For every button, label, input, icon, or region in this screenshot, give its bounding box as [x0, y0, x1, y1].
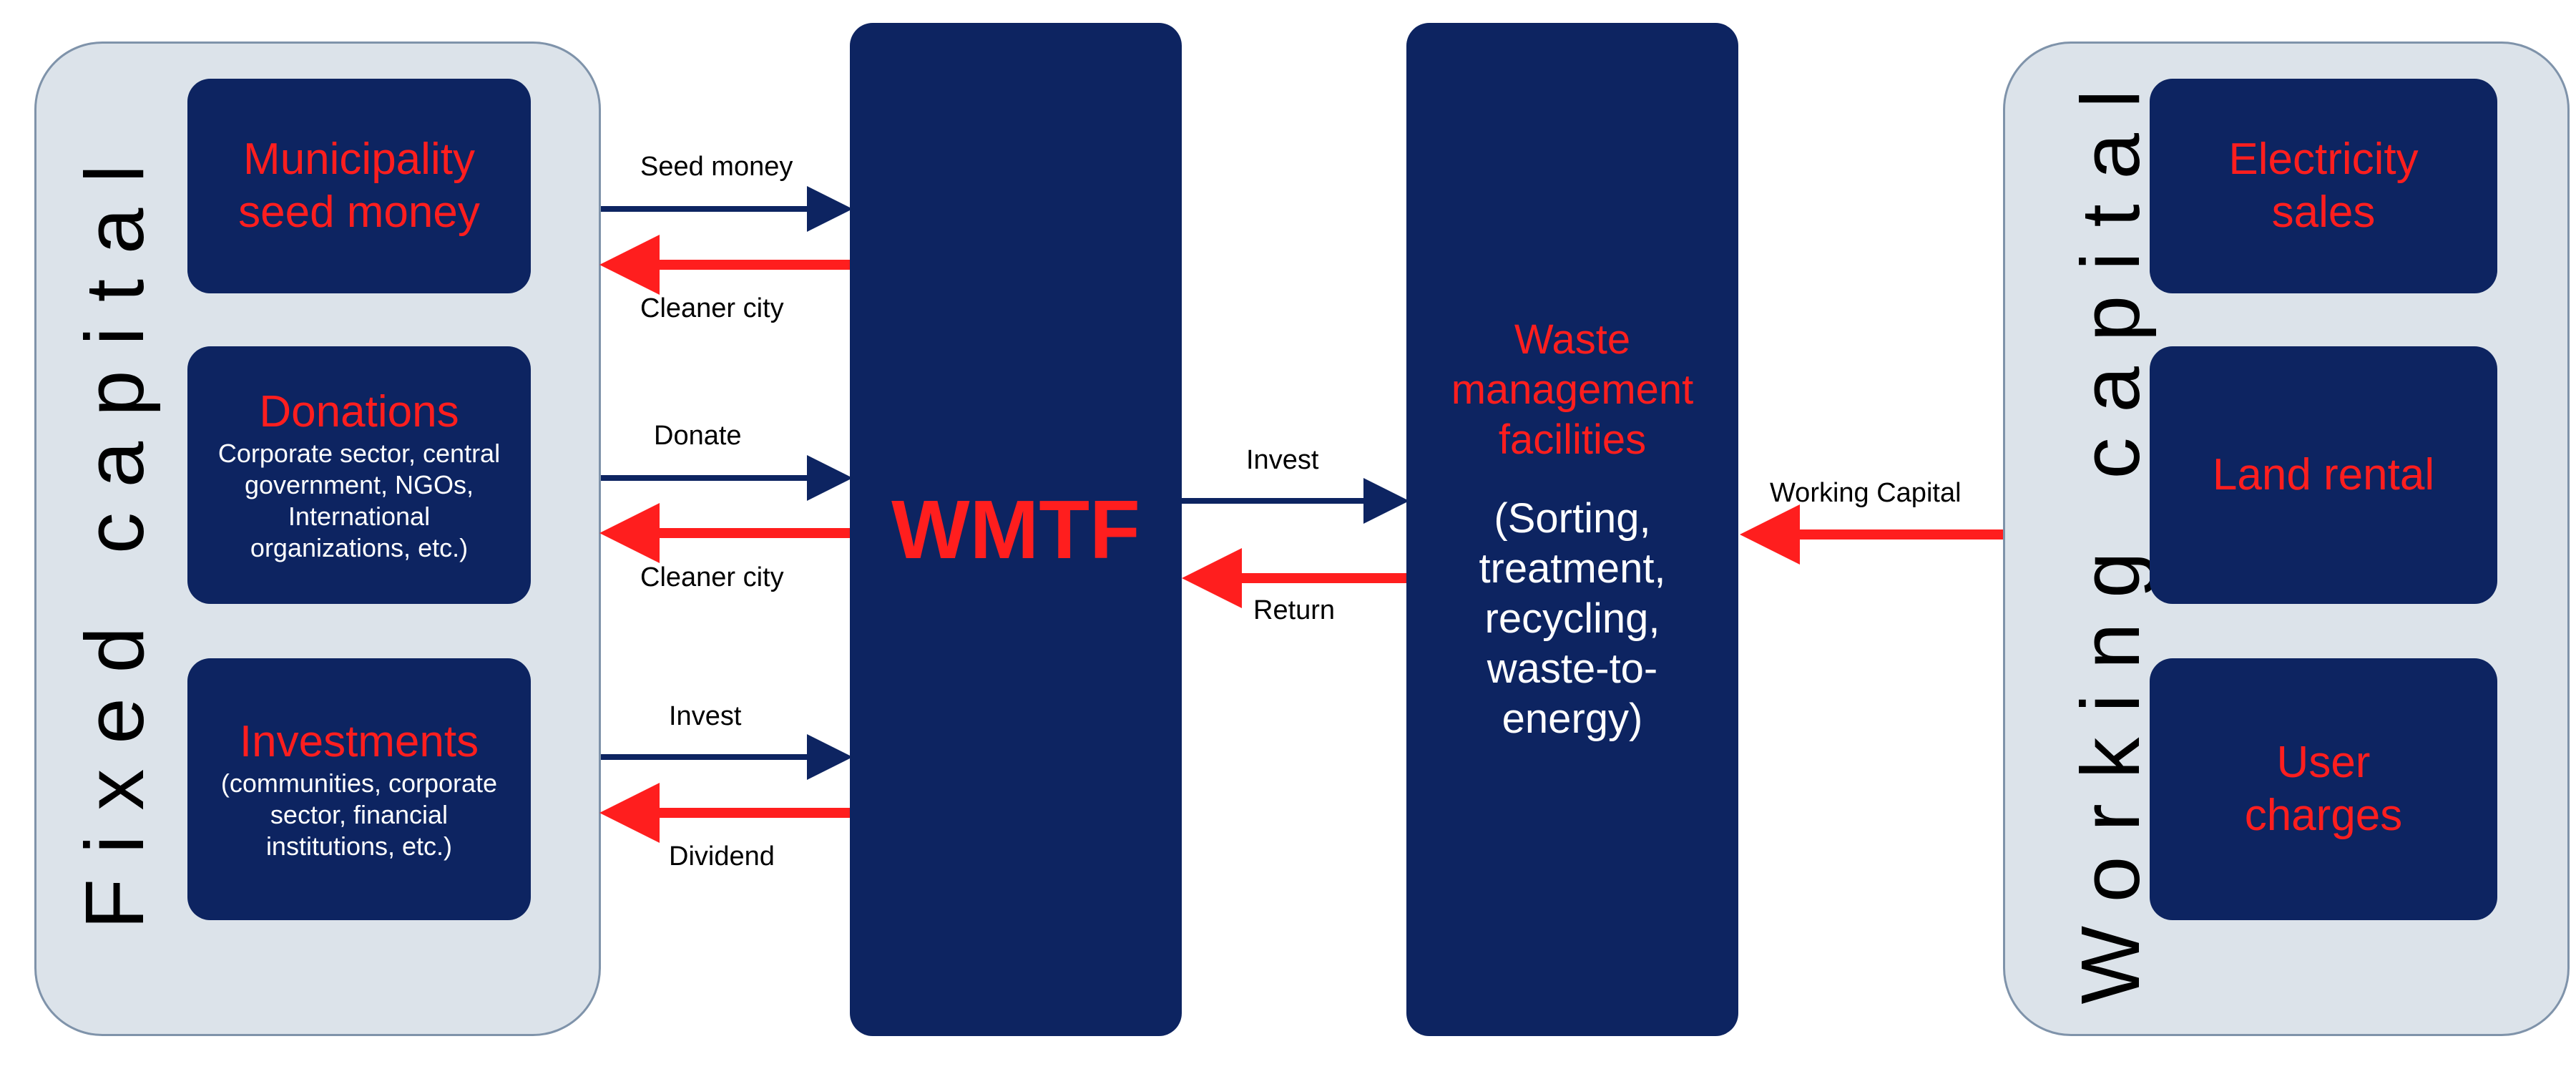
- label-donate: Donate: [654, 421, 742, 451]
- source-box-donations: Donations Corporate sector, central gove…: [187, 346, 531, 604]
- source-title-investments: Investments: [239, 717, 479, 766]
- wmtf-box: WMTF: [850, 23, 1182, 1036]
- label-cleaner-city-2: Cleaner city: [640, 562, 784, 592]
- source-title-municipality: Municipality seed money: [238, 135, 480, 237]
- facility-title: Waste management facilities: [1451, 316, 1694, 463]
- income-box-electricity: Electricity sales: [2150, 79, 2497, 293]
- facility-detail: (Sorting, treatment, recycling, waste-to…: [1479, 495, 1666, 742]
- label-invest-left: Invest: [669, 701, 742, 731]
- label-cleaner-city-1: Cleaner city: [640, 293, 784, 323]
- income-title-land-rental: Land rental: [2212, 450, 2435, 499]
- label-return: Return: [1253, 595, 1336, 625]
- facility-box: Waste management facilities (Sorting, tr…: [1406, 23, 1738, 1036]
- income-box-user-charges: User charges: [2150, 658, 2497, 920]
- source-title-donations: Donations: [259, 387, 459, 436]
- income-title-user-charges: User charges: [2244, 738, 2403, 840]
- source-box-investments: Investments (communities, corporate sect…: [187, 658, 531, 920]
- income-title-electricity: Electricity sales: [2228, 135, 2419, 237]
- source-detail-donations: Corporate sector, central government, NG…: [217, 439, 501, 562]
- source-detail-investments: (communities, corporate sector, financia…: [220, 768, 498, 861]
- source-box-municipality: Municipality seed money: [187, 79, 531, 293]
- wmtf-label: WMTF: [891, 483, 1140, 576]
- label-working-capital: Working Capital: [1770, 478, 1962, 508]
- label-dividend: Dividend: [669, 841, 775, 872]
- label-invest-center: Invest: [1246, 445, 1319, 475]
- income-box-land-rental: Land rental: [2150, 346, 2497, 604]
- label-seed-money: Seed money: [640, 152, 793, 182]
